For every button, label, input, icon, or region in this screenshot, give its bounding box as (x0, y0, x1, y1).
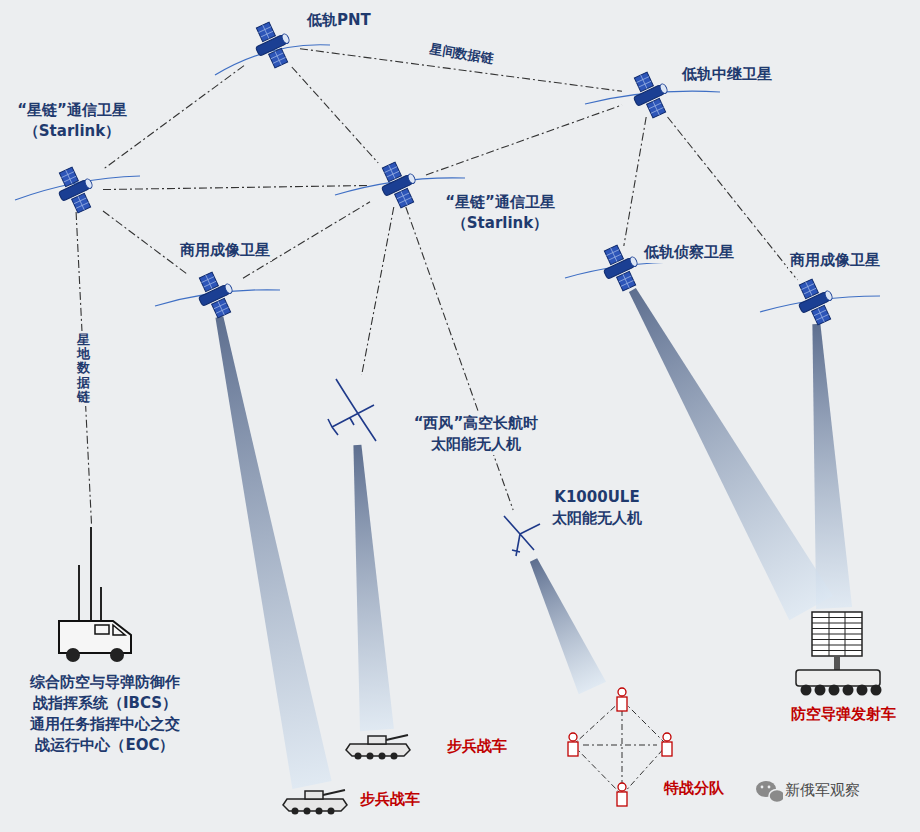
asset-label: 综合防空与导弹防御作 战指挥系统（IBCS） 通用任务指挥中心之交 战运行中心（… (28, 672, 182, 756)
command-vehicle: 综合防空与导弹防御作 战指挥系统（IBCS） 通用任务指挥中心之交 战运行中心（… (55, 525, 135, 665)
asset-label: 低轨中继卫星 (680, 64, 774, 85)
unit-label: 步兵战车 (358, 789, 422, 810)
data-link (103, 211, 187, 274)
data-link (624, 117, 646, 246)
data-link (292, 67, 378, 163)
sat-icon (370, 163, 426, 207)
k1000-icon (500, 510, 544, 560)
data-link (103, 185, 370, 189)
solar-uav: “西风”高空长航时 太阳能无人机 (330, 375, 380, 445)
data-link (76, 212, 91, 525)
asset-label: 商用成像卫星 (178, 240, 272, 261)
asset-label: K1000ULE 太阳能无人机 (550, 487, 644, 529)
unit-label: 步兵战车 (445, 736, 509, 757)
ifv-icon (346, 730, 410, 760)
asset-label: “西风”高空长航时 太阳能无人机 (412, 413, 541, 455)
sat-icon (187, 273, 243, 317)
pnt-satellite: 低轨PNT (244, 23, 300, 67)
imaging-satellite: 商用成像卫星 (187, 273, 243, 317)
missile-launcher: 防空导弹发射车 (790, 608, 885, 700)
sat-icon (787, 280, 843, 324)
relay-satellite: 低轨中继卫星 (622, 73, 678, 117)
asset-label: 低轨侦察卫星 (642, 242, 736, 263)
sensor-beam (353, 445, 394, 731)
sensor-beam (629, 288, 833, 620)
data-link (362, 207, 394, 375)
watermark: 新俄军观察 (783, 781, 862, 800)
solar-uav: K1000ULE 太阳能无人机 (500, 510, 544, 560)
wechat-icon (756, 781, 785, 803)
van-icon (55, 525, 135, 665)
sat-icon (244, 23, 300, 67)
starlink-satellite: “星链”通信卫星 （Starlink） (47, 168, 103, 212)
link-label: 星间数据链 (425, 39, 496, 70)
asset-label: 低轨PNT (305, 10, 373, 31)
sensor-beam (530, 558, 606, 694)
sensor-beam (812, 324, 852, 609)
launcher-icon (790, 608, 885, 700)
ifv-icon (283, 785, 347, 815)
unit-label: 特战分队 (662, 778, 726, 799)
data-link (406, 207, 513, 510)
sat-icon (592, 246, 648, 290)
starlink-satellite: “星链”通信卫星 （Starlink） (370, 163, 426, 207)
special-forces-team: 特战分队 (565, 688, 675, 808)
sat-icon (47, 168, 103, 212)
unit-label: 防空导弹发射车 (789, 704, 898, 725)
imaging-satellite: 商用成像卫星 (787, 280, 843, 324)
infantry-vehicle: 步兵战车 (283, 785, 347, 815)
recon-satellite: 低轨侦察卫星 (592, 246, 648, 290)
sensor-beam (215, 316, 331, 789)
link-label: 星地数据链 (76, 331, 91, 406)
data-link (426, 105, 622, 175)
sat-icon (622, 73, 678, 117)
asset-label: 商用成像卫星 (788, 250, 882, 271)
asset-label: “星链”通信卫星 （Starlink） (15, 100, 129, 142)
infantry-vehicle: 步兵战车 (346, 730, 410, 760)
people-icon (565, 688, 675, 808)
asset-label: “星链”通信卫星 （Starlink） (443, 192, 557, 234)
zephyr-icon (330, 375, 380, 445)
